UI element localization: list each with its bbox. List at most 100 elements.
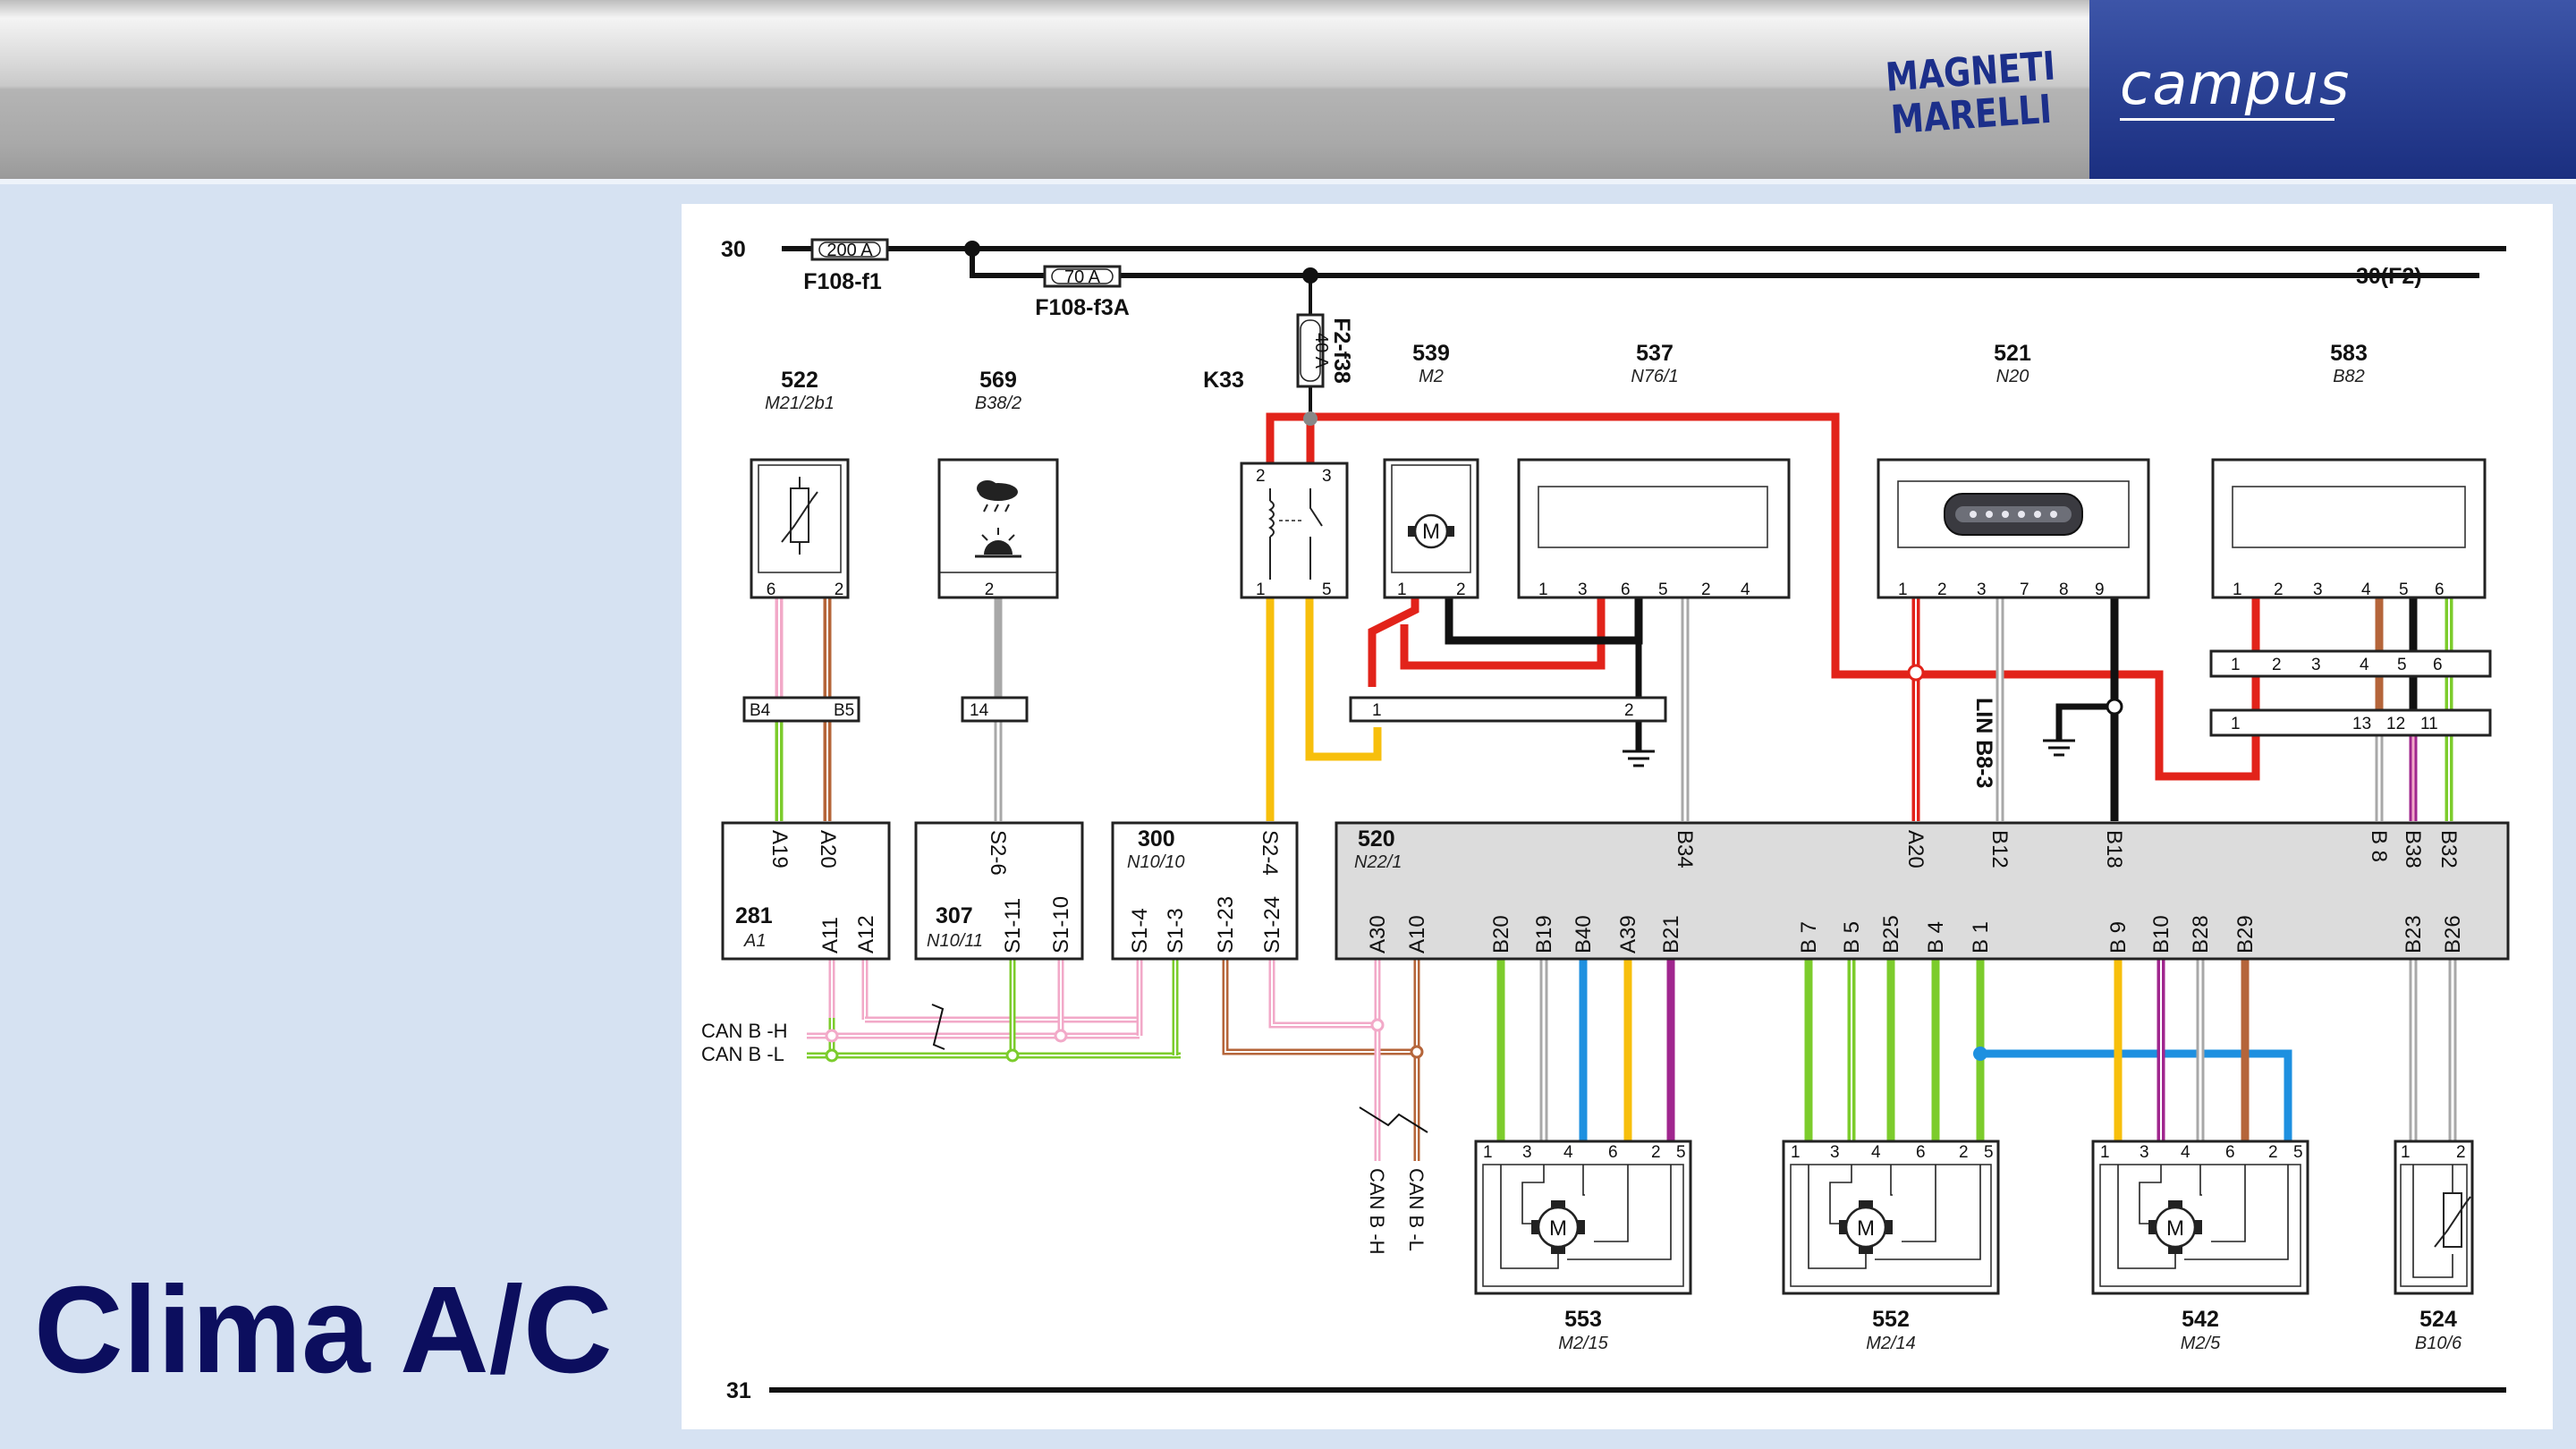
- e300-number: 300: [1138, 826, 1175, 852]
- connector-14: 14: [961, 696, 1029, 723]
- a542-pin-1: 1: [2100, 1143, 2110, 1162]
- c552-number: 552: [1872, 1307, 1910, 1332]
- a552-pin-1: 1: [1791, 1143, 1801, 1162]
- a542-pin-6: 6: [2225, 1143, 2235, 1162]
- campus-underline: [2120, 118, 2334, 121]
- c522-number: 522: [781, 368, 818, 393]
- c542-number: 542: [2182, 1307, 2219, 1332]
- component-583: 583 B82 1 2 3 4 5 6: [2211, 341, 2487, 599]
- component-539: 539 M2 M 1 2: [1383, 341, 1479, 599]
- ecu-307: S2-6 307 N10/11 S1-11 S1-10: [914, 821, 1084, 961]
- connector-b4-b5: B4 B5: [742, 696, 860, 723]
- conn583a-2: 2: [2272, 656, 2282, 674]
- c583-pin-6: 6: [2435, 580, 2445, 599]
- can-l-label: CAN B -L: [701, 1043, 784, 1065]
- conn583a-1: 1: [2231, 656, 2241, 674]
- actuator-542: 1 3 4 6 2 5 M 542 M2/5: [2091, 1140, 2309, 1353]
- can-l-exit-label: CAN B -L: [1405, 1168, 1428, 1251]
- a552-motor-letter: M: [1857, 1216, 1875, 1241]
- e520-pin-b10: B10: [2149, 915, 2174, 953]
- relay-coil-icon: [1268, 488, 1323, 580]
- e520-pin-b29: B29: [2233, 915, 2258, 953]
- c521-code: N20: [1996, 367, 2029, 386]
- climate-control-panel-icon: [1944, 493, 2083, 536]
- e520-pin-b7: B 7: [1797, 921, 1821, 953]
- c539-code: M2: [1419, 367, 1444, 386]
- fuse-f1-rating: 200 A: [826, 241, 873, 260]
- a552-pin-4: 4: [1871, 1143, 1881, 1162]
- e520-pin-b4: B 4: [1924, 921, 1948, 953]
- sensor-524: 1 2 524 B10/6: [2394, 1140, 2474, 1353]
- c522-code: M21/2b1: [765, 394, 835, 413]
- stepper-motor-icon: M: [2117, 1165, 2289, 1269]
- c521-pin-8: 8: [2059, 580, 2069, 599]
- component-537: 537 N76/1 1 3 6 5 2 4: [1517, 341, 1791, 599]
- a553-pin-1: 1: [1483, 1143, 1493, 1162]
- c537-pin-5: 5: [1658, 580, 1668, 599]
- e520-pin-a30: A30: [1366, 915, 1390, 953]
- thermistor-icon: [781, 477, 818, 555]
- c537-pin-4: 4: [1741, 580, 1750, 599]
- e520-number: 520: [1358, 826, 1395, 852]
- rail-31-label: 31: [726, 1378, 751, 1403]
- component-569: 569 B38/2 2: [937, 368, 1059, 599]
- e281-pin-a19: A19: [767, 830, 792, 869]
- c539-pin-2: 2: [1456, 580, 1466, 599]
- rail-30-label: 30: [721, 237, 746, 262]
- actuator-553-pins: 1 3 4 6 2 5: [1483, 1143, 1686, 1162]
- k33-pin-5: 5: [1322, 580, 1332, 599]
- c537-code: N76/1: [1631, 367, 1678, 386]
- page-title: Clima A/C: [34, 1261, 613, 1399]
- can-h-label: CAN B -H: [701, 1020, 788, 1042]
- e520-pin-a20: A20: [1903, 830, 1928, 869]
- fuse-f3a-rating: 70 A: [1064, 267, 1101, 287]
- connector-537: 1 2: [1349, 696, 1667, 723]
- c539-motor-letter: M: [1422, 520, 1440, 544]
- k33-pin-1: 1: [1256, 580, 1266, 599]
- s524-pin-1: 1: [2401, 1143, 2411, 1162]
- e520-pin-b20: B20: [1489, 915, 1513, 953]
- e520-code: N22/1: [1354, 852, 1402, 872]
- e300-pin-s2-4: S2-4: [1258, 830, 1282, 876]
- e300-pin-s1-23: S1-23: [1214, 896, 1238, 953]
- motor-icon: M: [1408, 513, 1454, 549]
- c524-number: 524: [2419, 1307, 2457, 1332]
- fuse-f3a-label: F108-f3A: [1035, 295, 1130, 320]
- e520-pin-a10: A10: [1405, 915, 1429, 953]
- connector-583-b: 1 13 12 11: [2209, 708, 2492, 737]
- e520-pin-b23: B23: [2402, 915, 2426, 953]
- a553-motor-letter: M: [1549, 1216, 1567, 1241]
- k33-pin-2: 2: [1256, 467, 1266, 486]
- conn-b5: B5: [834, 701, 854, 720]
- thermistor-icon: [2412, 1165, 2471, 1278]
- conn583a-6: 6: [2433, 656, 2443, 674]
- k33-label: K33: [1203, 368, 1244, 393]
- e307-pin-s2-6: S2-6: [986, 830, 1010, 876]
- c583-pin-2: 2: [2274, 580, 2284, 599]
- a553-pin-2: 2: [1651, 1143, 1661, 1162]
- e300-pin-s1-24: S1-24: [1260, 896, 1284, 953]
- c537-pin-2: 2: [1701, 580, 1711, 599]
- e520-pin-b25: B25: [1879, 915, 1903, 953]
- e281-pin-a12: A12: [854, 915, 878, 953]
- campus-panel: [2089, 0, 2576, 179]
- e281-code: A1: [743, 931, 766, 951]
- connector-583-a: 1 2 3 4 5 6: [2209, 649, 2492, 678]
- e307-pin-s1-11: S1-11: [1001, 898, 1025, 953]
- e307-code: N10/11: [927, 931, 983, 951]
- c522-pin-6: 6: [767, 580, 776, 599]
- c537-pin-1: 1: [1538, 580, 1548, 599]
- a542-pin-3: 3: [2140, 1143, 2149, 1162]
- conn537-pin-2: 2: [1624, 701, 1634, 720]
- campus-wordmark: campus: [2120, 52, 2351, 118]
- c521-pin-9: 9: [2095, 580, 2105, 599]
- e520-pin-b19: B19: [1532, 915, 1556, 953]
- fuse-f1-label: F108-f1: [803, 269, 882, 294]
- a553-pin-3: 3: [1522, 1143, 1532, 1162]
- c542-code: M2/5: [2181, 1334, 2221, 1353]
- conn-14: 14: [970, 701, 989, 720]
- k33-pin-3: 3: [1322, 467, 1332, 486]
- c524-code: B10/6: [2415, 1334, 2462, 1353]
- svg-text:MARELLI: MARELLI: [1889, 87, 2053, 139]
- rail-30f2-label: 30(F2): [2356, 264, 2422, 289]
